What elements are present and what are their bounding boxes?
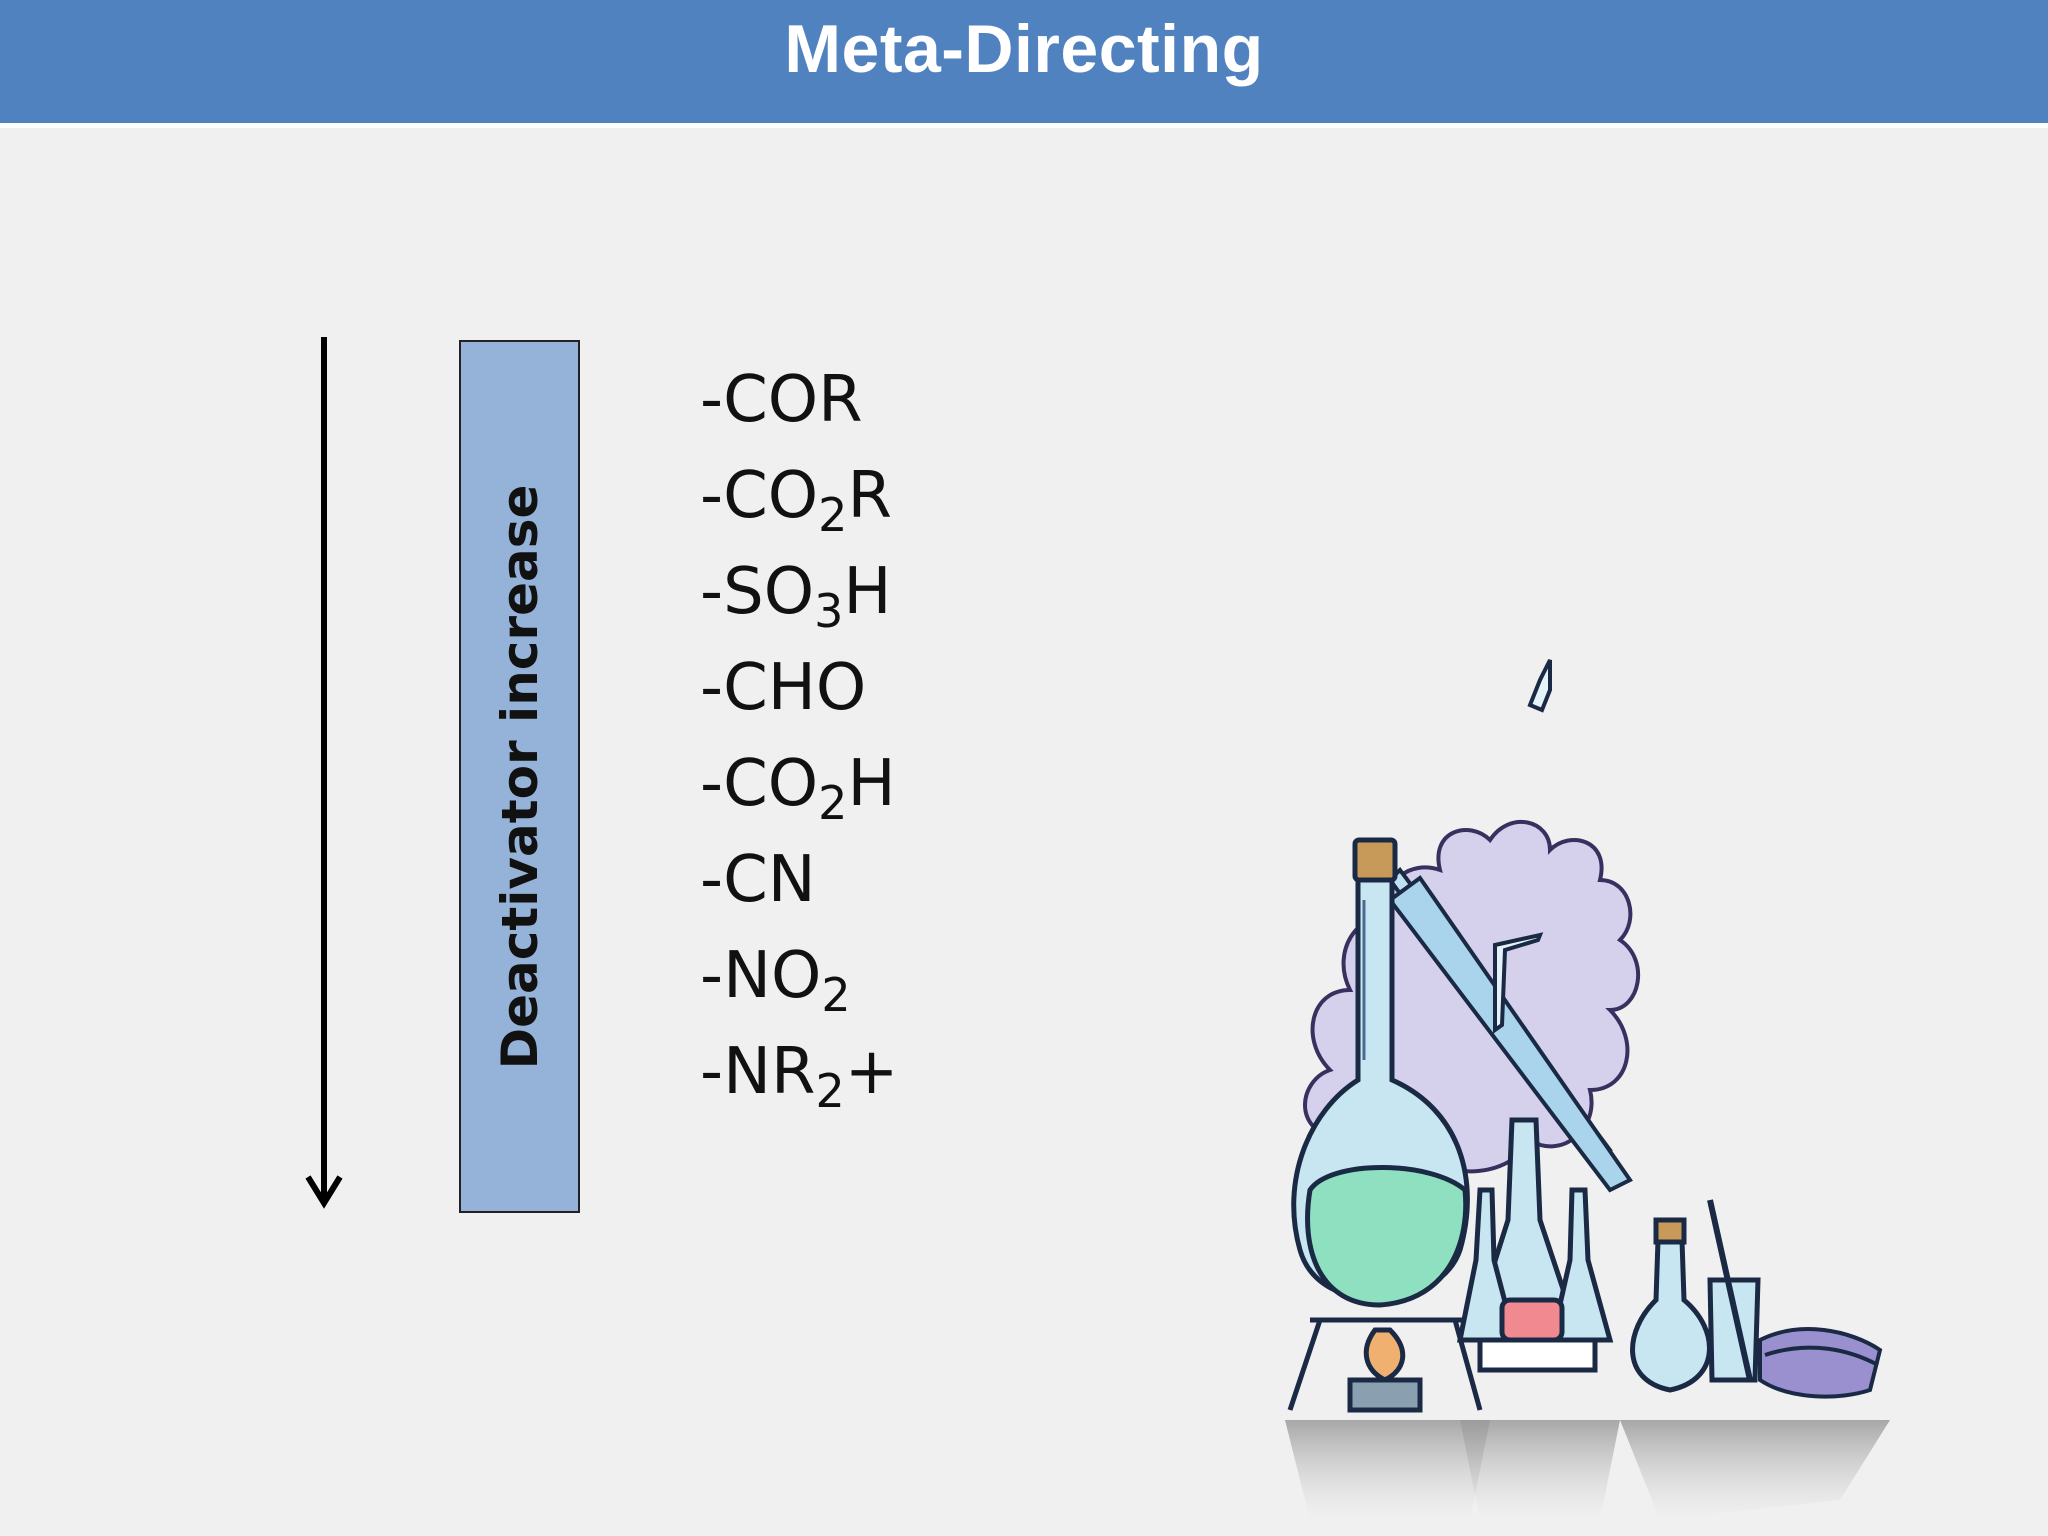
group-item: -NR2+ xyxy=(700,1035,899,1118)
slide-title: Meta-Directing xyxy=(784,11,1264,87)
reflection-icon xyxy=(1285,1420,1890,1520)
group-item: -SO3H xyxy=(700,555,892,638)
erlenmeyer-flasks-icon xyxy=(1456,1117,1614,1373)
chemistry-lab-illustration-icon xyxy=(1285,659,1890,1520)
group-item: -CHO xyxy=(700,651,867,725)
round-flask-icon xyxy=(1291,837,1470,1308)
group-item: -NO2 xyxy=(700,939,851,1022)
group-item: -CN xyxy=(700,843,816,917)
deactivator-label: Deactivator increase xyxy=(490,484,549,1069)
beaker-icon xyxy=(1630,1199,1761,1393)
group-item: -CO2H xyxy=(700,747,896,830)
condenser-tube-icon xyxy=(1387,659,1633,1193)
down-arrow-icon xyxy=(305,337,343,1209)
group-item: -COR xyxy=(700,363,863,437)
cloth-stack-icon xyxy=(1758,1327,1883,1399)
bunsen-burner-icon xyxy=(1287,1317,1483,1413)
deactivator-scale-box: Deactivator increase xyxy=(459,340,580,1213)
meta-directing-group-list: -COR -CO2R -SO3H -CHO -CO2H -CN -NO2 -NR… xyxy=(700,352,898,1120)
title-bar: Meta-Directing xyxy=(0,0,2048,128)
group-item: -CO2R xyxy=(700,459,892,542)
